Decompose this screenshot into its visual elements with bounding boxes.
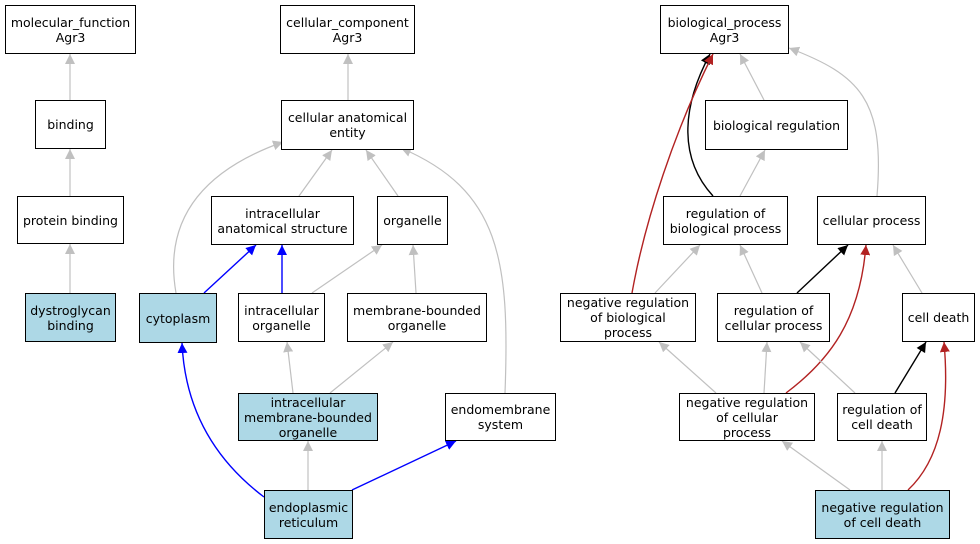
node-endoplasmic-reticulum: endoplasmic reticulum	[264, 490, 353, 539]
edge-reg-cp-to-reg-bp	[739, 244, 763, 294]
node-protein-binding: protein binding	[17, 196, 124, 244]
edge-neg-reg-cd-to-neg-reg-cp	[781, 440, 851, 491]
edge-reg-bp-to-bp	[687, 53, 714, 197]
edge-ias-to-cae	[298, 149, 333, 197]
node-molecular-function: molecular_function Agr3	[5, 5, 136, 54]
edge-io-to-organelle	[311, 244, 383, 294]
edge-neg-reg-bp-to-bp	[631, 53, 714, 294]
node-biological-process: biological_process Agr3	[660, 5, 789, 54]
edge-imbo-to-io	[283, 341, 294, 394]
node-intracellular-organelle: intracellular organelle	[238, 293, 325, 342]
node-cytoplasm: cytoplasm	[139, 293, 217, 343]
node-negative-regulation-of-biological-process: negative regulation of biological proces…	[560, 293, 696, 342]
node-organelle: organelle	[377, 196, 448, 245]
node-biological-regulation: biological regulation	[705, 100, 848, 150]
edge-endomembrane-to-cae	[400, 147, 507, 394]
node-regulation-of-biological-process: regulation of biological process	[663, 196, 788, 245]
edge-er-to-cytoplasm	[177, 342, 265, 498]
node-dystroglycan-binding: dystroglycan binding	[25, 293, 116, 342]
node-cellular-component: cellular_component Agr3	[280, 5, 415, 54]
node-binding: binding	[35, 100, 106, 149]
edge-imbo-to-mbo	[329, 341, 394, 394]
edge-reg-cd-to-cell-death	[894, 341, 927, 394]
node-cell-death: cell death	[902, 293, 975, 342]
edge-cellular-process-to-bp	[788, 46, 880, 197]
edge-cytoplasm-to-cae	[172, 140, 284, 294]
node-regulation-of-cell-death: regulation of cell death	[837, 393, 927, 441]
node-cellular-anatomical-entity: cellular anatomical entity	[281, 100, 414, 150]
node-membrane-bounded-organelle: membrane-bounded organelle	[347, 293, 487, 342]
edge-reg-cp-to-cellular-process	[796, 244, 849, 294]
node-regulation-of-cellular-process: regulation of cellular process	[717, 293, 830, 342]
node-negative-regulation-of-cellular-process: negative regulation of cellular process	[679, 393, 815, 441]
edge-neg-reg-bp-to-reg-bp	[654, 244, 701, 294]
edge-neg-reg-cp-to-cellular-process	[785, 244, 871, 394]
edge-cell-death-to-cellular-process	[892, 244, 923, 294]
edge-bio-reg-to-bp	[739, 53, 765, 101]
node-intracellular-membrane-bounded-organelle: intracellular membrane-bounded organelle	[238, 393, 378, 441]
edge-cytoplasm-to-ias	[203, 244, 257, 294]
edge-neg-reg-cp-to-reg-cp	[761, 341, 772, 394]
edge-neg-reg-cp-to-neg-reg-bp	[658, 341, 717, 394]
node-endomembrane-system: endomembrane system	[445, 393, 556, 441]
edge-reg-cd-to-reg-cp	[799, 341, 856, 394]
edge-organelle-to-cae	[365, 149, 399, 197]
edge-mbo-to-organelle	[408, 244, 419, 294]
node-intracellular-anatomical-structure: intracellular anatomical structure	[211, 196, 354, 245]
edge-neg-reg-cd-to-cell-death	[907, 341, 950, 491]
edge-reg-bp-to-bio-reg	[739, 149, 766, 197]
node-cellular-process: cellular process	[817, 196, 926, 245]
edge-er-to-endomembrane	[351, 440, 457, 491]
node-negative-regulation-of-cell-death: negative regulation of cell death	[815, 490, 950, 539]
